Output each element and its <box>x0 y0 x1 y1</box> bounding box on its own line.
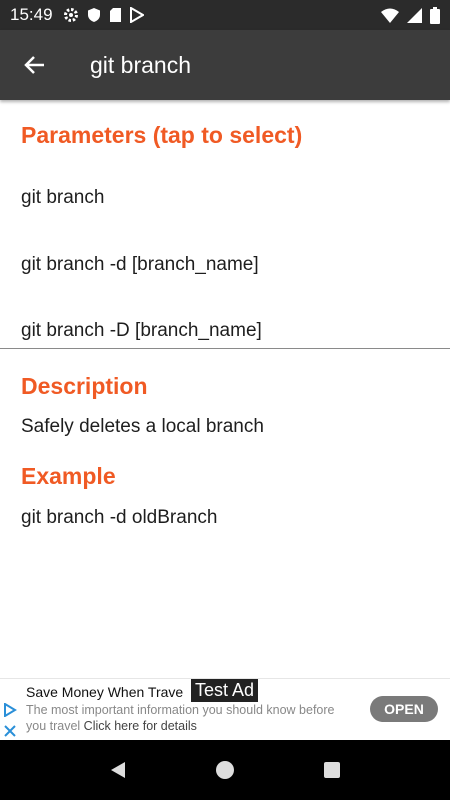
parameters-heading: Parameters (tap to select) <box>21 122 303 148</box>
ad-title[interactable]: Save Money When Trave <box>26 684 184 700</box>
ad-icons <box>3 702 19 743</box>
ad-choices-icon[interactable] <box>3 702 17 718</box>
battery-icon <box>430 6 440 24</box>
parameter-item[interactable]: git branch -D [branch_name] <box>21 320 262 341</box>
app-bar: git branch <box>0 30 450 100</box>
nav-recents-icon[interactable] <box>322 760 342 780</box>
page-title: git branch <box>90 51 192 78</box>
play-store-icon <box>129 7 144 23</box>
parameter-item[interactable]: git branch <box>21 187 105 208</box>
back-button[interactable] <box>0 30 70 100</box>
gear-icon <box>63 8 78 22</box>
shield-icon <box>87 8 100 22</box>
wifi-icon <box>381 8 399 23</box>
nav-back-icon[interactable] <box>108 760 128 780</box>
status-time: 15:49 <box>10 5 53 24</box>
divider <box>0 348 450 349</box>
nav-home-icon[interactable] <box>215 760 235 780</box>
ad-link[interactable]: Click here for details <box>83 719 197 733</box>
description-heading: Description <box>21 373 148 399</box>
open-button[interactable]: OPEN <box>370 696 438 722</box>
sd-card-icon <box>109 8 121 22</box>
example-text: git branch -d oldBranch <box>21 507 218 528</box>
back-arrow-icon <box>24 56 44 74</box>
ad-description[interactable]: The most important information you shoul… <box>26 702 356 734</box>
navigation-bar <box>0 740 450 800</box>
parameter-item[interactable]: git branch -d [branch_name] <box>21 254 259 275</box>
example-heading: Example <box>21 463 116 489</box>
ad-banner[interactable]: Save Money When Trave Test Ad The most i… <box>0 678 450 740</box>
description-text: Safely deletes a local branch <box>21 416 264 437</box>
test-ad-badge: Test Ad <box>191 679 259 702</box>
signal-icon <box>407 7 422 23</box>
status-bar: 15:49 <box>0 0 450 30</box>
ad-description-text: The most important information you shoul… <box>26 703 335 733</box>
close-icon[interactable] <box>3 724 17 738</box>
